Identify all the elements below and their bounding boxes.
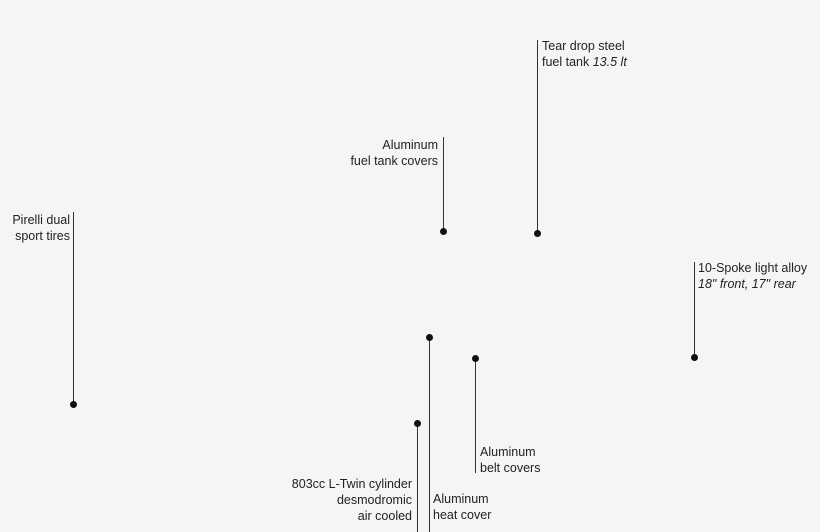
wheels-size: 18" front, 17" rear — [698, 277, 796, 291]
belt-covers-dot — [472, 355, 479, 362]
heat-cover-leader-line — [429, 338, 430, 532]
tank-covers-label: Aluminum fuel tank covers — [350, 137, 438, 169]
tank-covers-leader-line — [443, 137, 444, 232]
fuel-tank-capacity: 13.5 lt — [592, 55, 627, 69]
belt-covers-leader-line — [475, 359, 476, 473]
tank-covers-dot — [440, 228, 447, 235]
fuel-tank-dot — [534, 230, 541, 237]
wheels-dot — [691, 354, 698, 361]
tires-dot — [70, 401, 77, 408]
heat-cover-label-line2: heat cover — [433, 508, 492, 522]
belt-covers-label-line2: belt covers — [480, 461, 541, 475]
tank-covers-label-line2: fuel tank covers — [350, 154, 438, 168]
belt-covers-label-line1: Aluminum — [480, 445, 536, 459]
wheels-label: 10-Spoke light alloy 18" front, 17" rear — [698, 260, 807, 292]
tires-leader-line — [73, 212, 74, 405]
engine-label-line2: desmodromic — [336, 493, 412, 507]
engine-leader-line — [417, 424, 418, 532]
engine-label-line3: air cooled — [357, 509, 412, 523]
belt-covers-label: Aluminum belt covers — [480, 444, 540, 476]
tank-covers-label-line1: Aluminum — [382, 138, 438, 152]
fuel-tank-label: Tear drop steel fuel tank 13.5 lt — [542, 38, 627, 70]
wheels-leader-line — [694, 262, 695, 358]
fuel-tank-label-line2: fuel tank — [542, 55, 593, 69]
tires-label-line1: Pirelli dual — [12, 213, 70, 227]
engine-label-line1: 803cc L-Twin cylinder — [291, 477, 412, 491]
tires-label: Pirelli dual sport tires — [12, 212, 70, 244]
fuel-tank-label-line1: Tear drop steel — [542, 39, 625, 53]
engine-dot — [414, 420, 421, 427]
engine-label: 803cc L-Twin cylinder desmodromic air co… — [292, 476, 412, 524]
fuel-tank-leader-line — [537, 40, 538, 233]
tires-label-line2: sport tires — [15, 229, 70, 243]
wheels-label-line1: 10-Spoke light alloy — [698, 261, 808, 275]
heat-cover-label: Aluminum heat cover — [433, 491, 491, 523]
heat-cover-label-line1: Aluminum — [433, 492, 489, 506]
heat-cover-dot — [426, 334, 433, 341]
